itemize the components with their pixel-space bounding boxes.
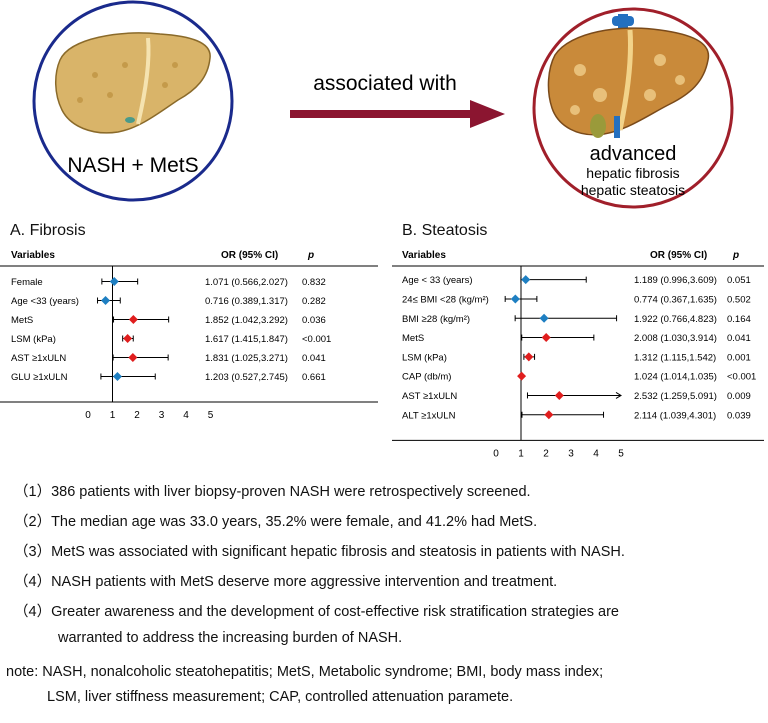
- x-tick-label: 5: [208, 410, 214, 421]
- summary-line: warranted to address the increasing burd…: [58, 630, 403, 646]
- row-label: GLU ≥1xULN: [11, 372, 68, 383]
- fibrosis-title: A. Fibrosis: [10, 222, 86, 239]
- row-label: 24≤ BMI <28 (kg/m²): [402, 294, 489, 305]
- or-value: 1.852 (1.042,3.292): [205, 315, 288, 326]
- or-value: 1.312 (1.115,1.542): [634, 352, 716, 363]
- or-value: 2.114 (1.039,4.301): [634, 410, 716, 421]
- or-marker: [524, 352, 534, 362]
- x-tick-label: 4: [183, 410, 189, 421]
- p-value: <0.001: [302, 334, 331, 345]
- row-label: CAP (db/m): [402, 372, 451, 383]
- or-value: 1.617 (1.415,1.847): [205, 334, 288, 345]
- or-marker: [541, 333, 551, 343]
- x-tick-label: 4: [593, 448, 599, 459]
- p-value: 0.039: [727, 410, 751, 421]
- note: note: NASH, nonalcoholic steatohepatitis…: [6, 664, 603, 705]
- or-value: 1.922 (0.766,4.823): [634, 314, 717, 325]
- p-value: 0.282: [302, 296, 326, 307]
- arrow-icon: [290, 100, 505, 128]
- x-tick-label: 3: [568, 448, 574, 459]
- or-marker: [521, 275, 531, 285]
- x-tick-label: 0: [85, 410, 91, 421]
- right-line1: hepatic fibrosis: [586, 165, 679, 181]
- or-value: 0.716 (0.389,1.317): [205, 296, 288, 307]
- liver-healthy-icon: [55, 32, 211, 134]
- x-tick-label: 0: [493, 448, 499, 459]
- column-header-variables: Variables: [11, 250, 55, 261]
- row-label: AST ≥1xULN: [402, 391, 457, 402]
- row-label: Age < 33 (years): [402, 275, 473, 286]
- row-label: LSM (kPa): [11, 334, 56, 345]
- column-header-or: OR (95% CI): [650, 250, 707, 261]
- column-header-p: p: [307, 250, 314, 261]
- x-tick-label: 1: [518, 448, 524, 459]
- or-marker: [109, 277, 119, 286]
- p-value: 0.832: [302, 277, 326, 288]
- p-value: <0.001: [727, 372, 756, 383]
- summary-line: （3）MetS was associated with significant …: [14, 544, 625, 560]
- header-graphic: NASH + MetS associated with advanced hep…: [32, 0, 734, 209]
- row-label: MetS: [402, 333, 424, 344]
- liver-diseased-icon: [547, 14, 710, 138]
- x-tick-label: 2: [543, 448, 549, 459]
- or-marker: [101, 296, 111, 305]
- or-value: 1.203 (0.527,2.745): [205, 372, 288, 383]
- or-marker: [544, 410, 554, 420]
- p-value: 0.041: [302, 353, 326, 364]
- or-value: 1.071 (0.566,2.027): [205, 277, 288, 288]
- x-tick-label: 2: [134, 410, 140, 421]
- ci-arrow: [615, 392, 622, 399]
- or-value: 0.774 (0.367,1.635): [634, 294, 717, 305]
- row-label: Female: [11, 277, 43, 288]
- p-value: 0.036: [302, 315, 326, 326]
- or-marker: [554, 390, 564, 400]
- or-value: 1.189 (0.996,3.609): [634, 275, 717, 286]
- row-label: AST ≥1xULN: [11, 353, 66, 364]
- p-value: 0.009: [727, 391, 751, 402]
- p-value: 0.041: [727, 333, 751, 344]
- row-label: Age <33 (years): [11, 296, 79, 307]
- column-header-p: p: [732, 250, 739, 261]
- p-value: 0.001: [727, 352, 751, 363]
- p-value: 0.164: [727, 314, 751, 325]
- summary-line: （4）Greater awareness and the development…: [14, 604, 619, 620]
- column-header-or: OR (95% CI): [221, 250, 278, 261]
- column-header-variables: Variables: [402, 250, 446, 261]
- left-label: NASH + MetS: [67, 154, 198, 177]
- or-marker: [128, 353, 138, 362]
- or-value: 1.831 (1.025,3.271): [205, 353, 288, 364]
- row-label: ALT ≥1xULN: [402, 410, 456, 421]
- or-marker: [128, 315, 138, 324]
- summary-line: （4）NASH patients with MetS deserve more …: [14, 574, 558, 590]
- p-value: 0.502: [727, 294, 751, 305]
- x-tick-label: 5: [618, 448, 624, 459]
- or-value: 2.532 (1.259,5.091): [634, 391, 717, 402]
- or-value: 1.024 (1.014,1.035): [634, 372, 717, 383]
- p-value: 0.051: [727, 275, 751, 286]
- note-line: LSM, liver stiffness measurement; CAP, c…: [47, 689, 514, 705]
- x-tick-label: 3: [159, 410, 165, 421]
- p-value: 0.661: [302, 372, 326, 383]
- arrow-label: associated with: [313, 72, 457, 95]
- or-value: 2.008 (1.030,3.914): [634, 333, 717, 344]
- or-marker: [510, 294, 520, 304]
- or-marker: [123, 334, 133, 343]
- x-tick-label: 1: [110, 410, 116, 421]
- summary-line: （2）The median age was 33.0 years, 35.2% …: [14, 514, 538, 530]
- row-label: MetS: [11, 315, 33, 326]
- right-line2: hepatic steatosis: [581, 182, 685, 198]
- or-marker: [539, 313, 549, 323]
- steatosis-title: B. Steatosis: [402, 222, 488, 239]
- row-label: BMI ≥28 (kg/m²): [402, 314, 470, 325]
- summary-line: （1）386 patients with liver biopsy-proven…: [14, 484, 531, 500]
- summary: （1）386 patients with liver biopsy-proven…: [14, 480, 625, 646]
- or-marker: [517, 371, 527, 381]
- right-title: advanced: [590, 143, 677, 165]
- or-marker: [112, 372, 122, 381]
- row-label: LSM (kPa): [402, 352, 447, 363]
- note-line: note: NASH, nonalcoholic steatohepatitis…: [6, 664, 604, 680]
